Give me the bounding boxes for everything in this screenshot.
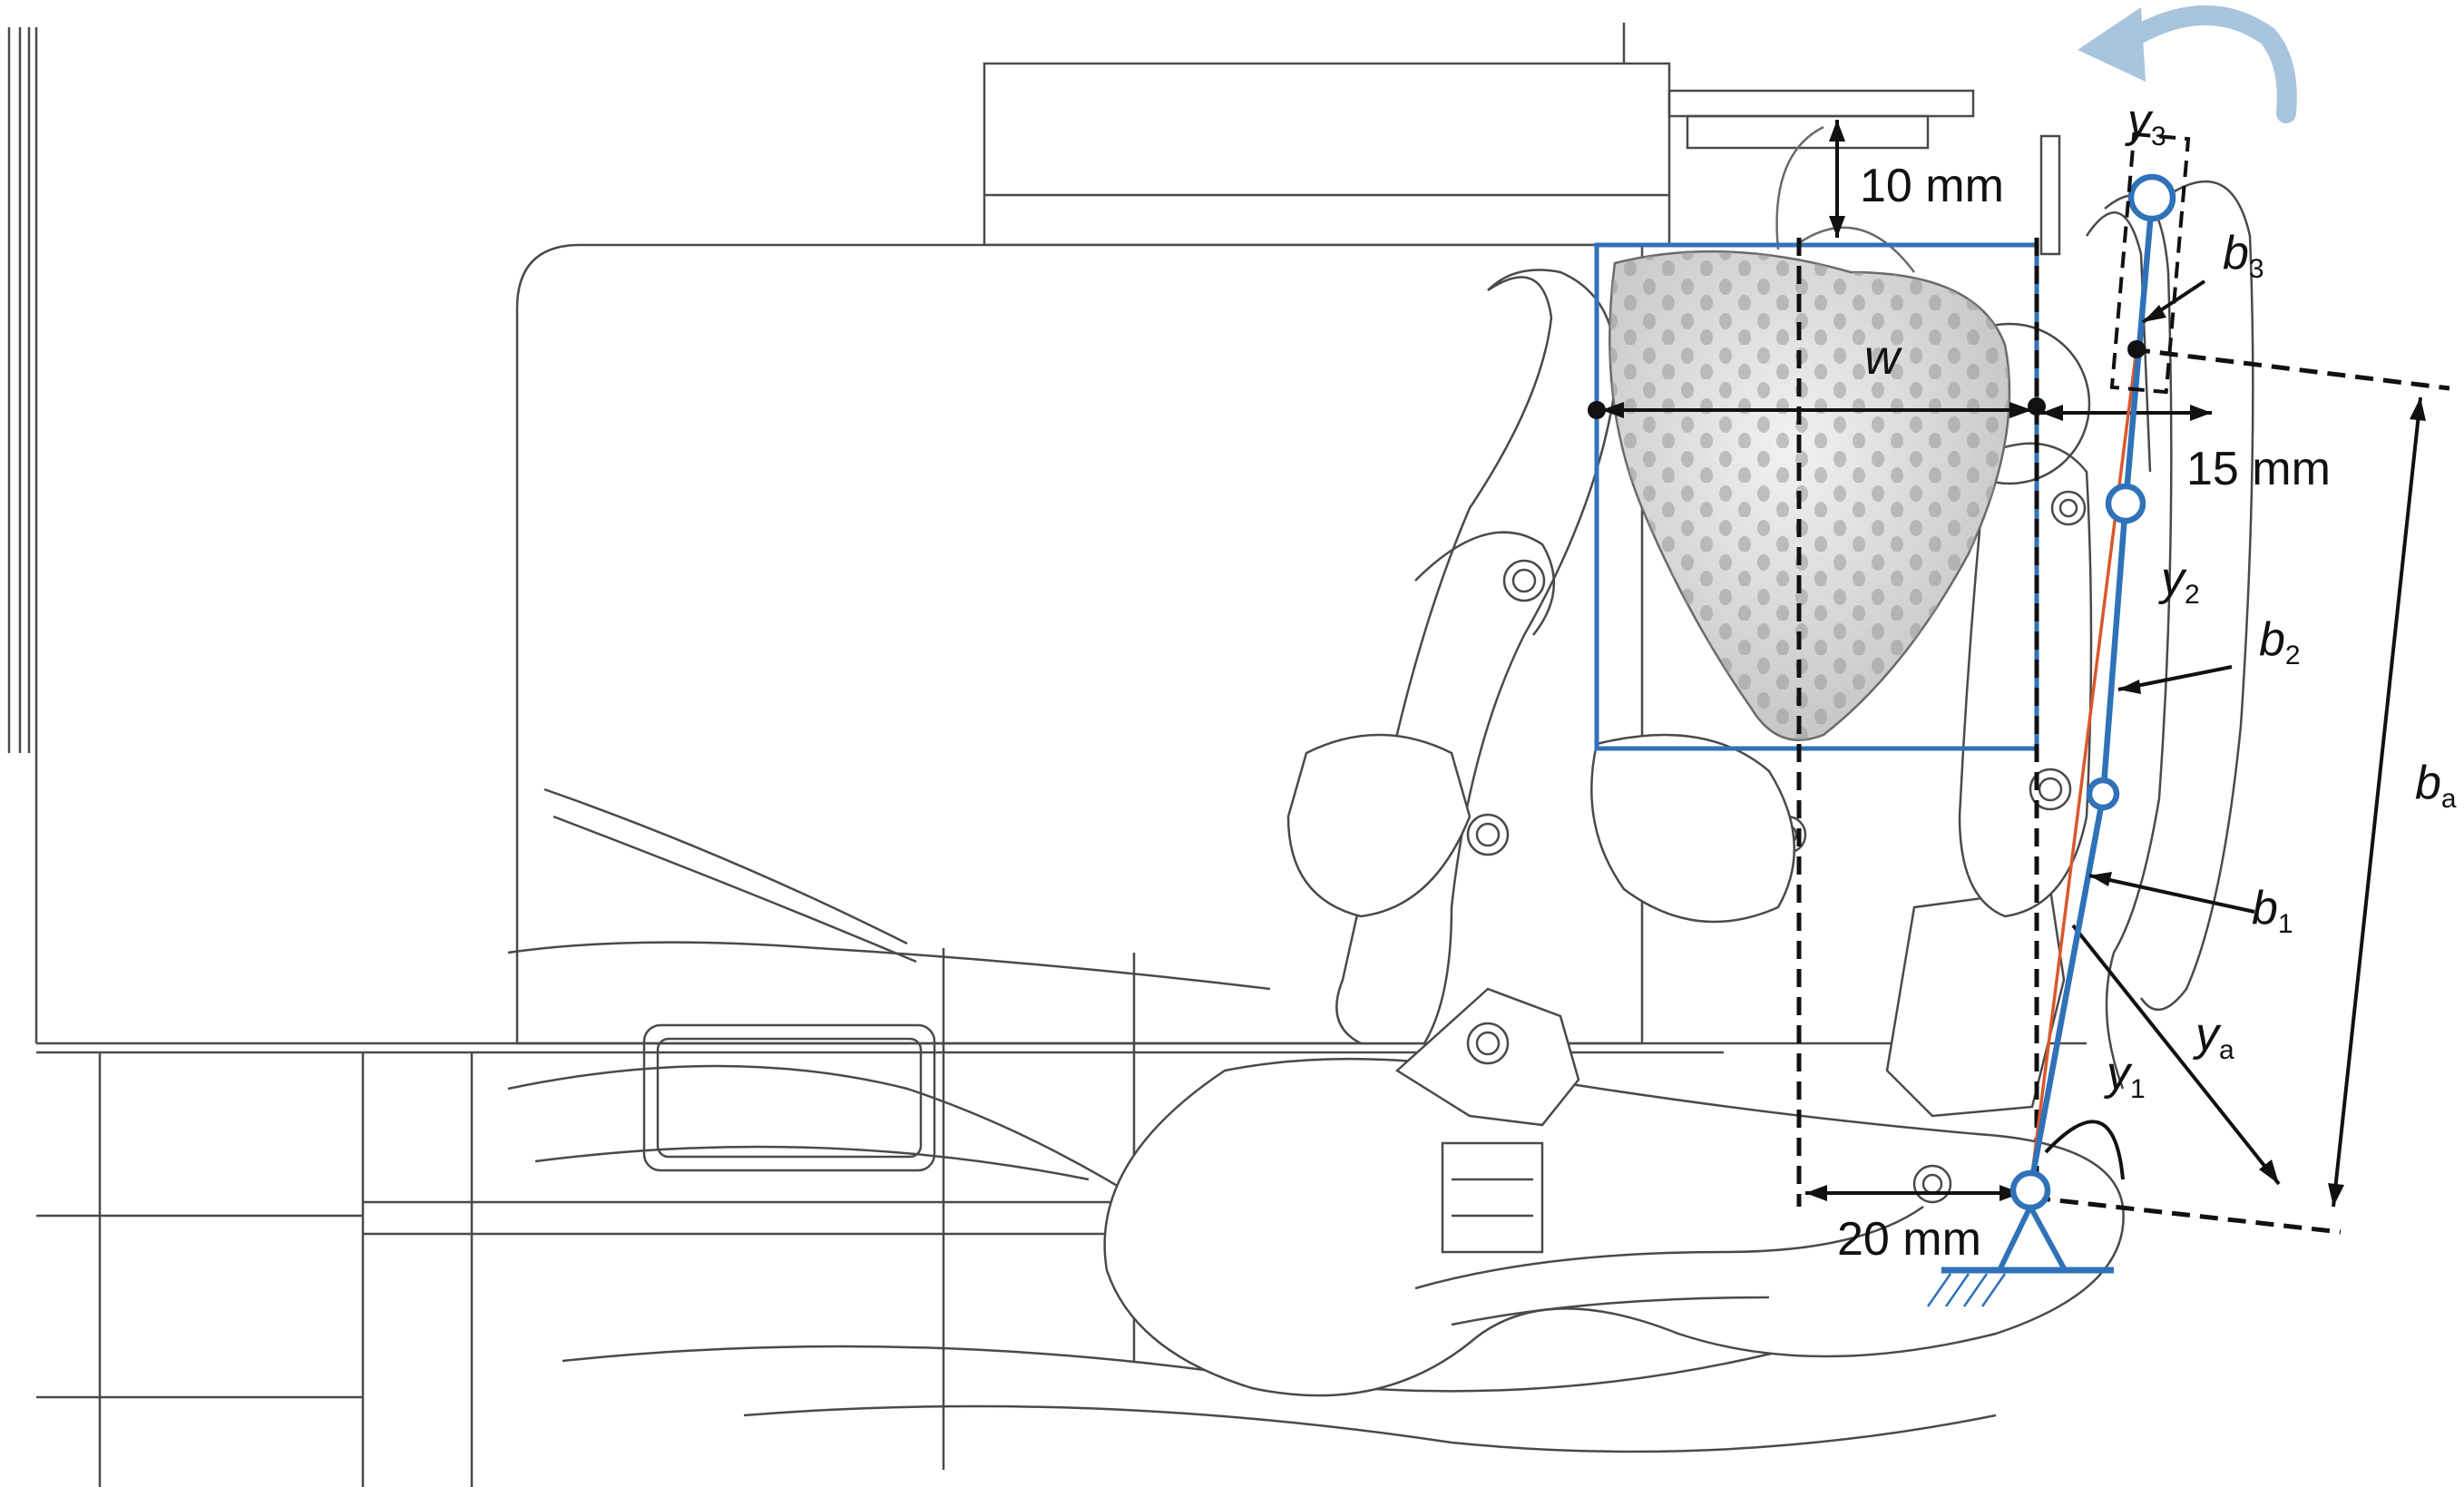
b3-point (2127, 340, 2146, 358)
joint-lower (2086, 777, 2120, 811)
ya-label: ya (2193, 1008, 2234, 1065)
side-gap-label: 15 mm (2186, 443, 2331, 495)
side-gap-dimension (2041, 405, 2212, 421)
joint-base (2009, 1169, 2051, 1211)
b2-label: b2 (2259, 613, 2301, 670)
y1-angle-arc (2044, 1120, 2125, 1180)
y2-label: y2 (2158, 553, 2200, 610)
finger-envelope-dashed (2031, 347, 2450, 1235)
joint-middle (2105, 483, 2146, 524)
ya-dimension (2071, 924, 2281, 1186)
y1-label: y1 (2104, 1047, 2146, 1104)
finger-linkage (2009, 173, 2176, 1211)
ground-hatch-icon (1926, 1205, 2114, 1307)
top-gap-label: 10 mm (1860, 160, 2004, 212)
annotation-overlay: 10 mm 15 mm 20 mm w y3 b3 y2 b2 b1 ya y1… (1588, 5, 2457, 1307)
strawberry (1608, 125, 2011, 741)
y3-dashed-box (2109, 132, 2191, 395)
ba-label: ba (2415, 757, 2457, 814)
label-leaders (2088, 279, 2255, 914)
b3-label: b3 (2223, 227, 2264, 284)
y3-label: y3 (2125, 94, 2166, 152)
gripper-line-art (7, 23, 2254, 1487)
ba-dimension (2328, 396, 2426, 1208)
b1-label: b1 (2252, 882, 2293, 939)
curved-arrow-icon (2078, 5, 2297, 123)
bottom-gap-label: 20 mm (1837, 1213, 1981, 1266)
top-gap-dimension (1829, 120, 1845, 238)
width-label: w (1864, 330, 1902, 385)
joint-tip (2127, 173, 2176, 222)
